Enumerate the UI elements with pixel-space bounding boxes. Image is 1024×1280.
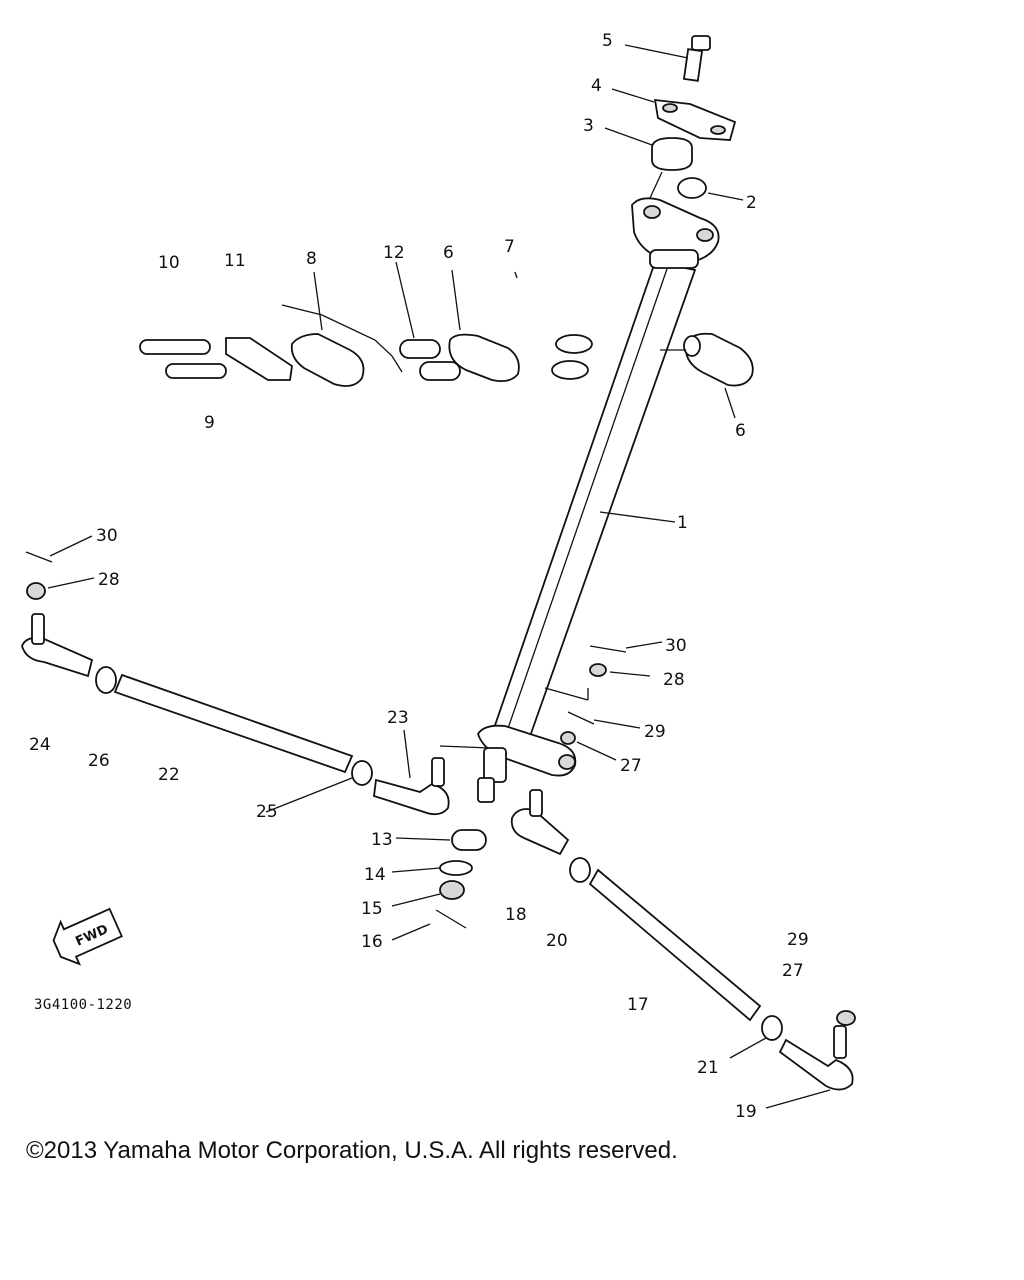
tie-rod-end-part-19: [765, 1010, 856, 1109]
callout-21: 21: [697, 1058, 719, 1078]
left-castle-nut-and-pin: [25, 535, 95, 600]
callout-8: 8: [306, 249, 317, 269]
callout-15: 15: [361, 899, 383, 919]
tie-rod-part-17: [588, 868, 762, 1022]
callout-28-right: 28: [663, 670, 685, 690]
callout-20: 20: [546, 931, 568, 951]
bolt-part-5: [624, 35, 711, 82]
bushing-part-3: [604, 127, 693, 199]
bushing-part-12: [399, 339, 441, 359]
column-bushing-part-6: [660, 332, 754, 419]
holder-plate-part-4: [611, 88, 737, 141]
lever-part-11: [225, 337, 293, 381]
callout-1: 1: [677, 513, 688, 533]
callout-12: 12: [383, 243, 405, 263]
tie-rod-end-part-23: [373, 729, 491, 816]
nut-washer-pin-group-right: [544, 641, 663, 761]
pin-part-10: [139, 339, 211, 355]
clip-part-7: [555, 334, 593, 354]
column-upper-bracket: [631, 197, 720, 269]
fwd-arrow-icon: FWD: [52, 907, 123, 966]
callout-26: 26: [88, 751, 110, 771]
nut-part-25: [351, 760, 373, 786]
callout-18: 18: [505, 905, 527, 925]
tie-rod-end-part-24: [21, 613, 94, 678]
rod-part-8: [281, 304, 403, 373]
callout-11: 11: [224, 251, 246, 271]
linkage-group: [139, 261, 593, 387]
nut-part-26: [95, 666, 117, 694]
nut-part-21: [761, 1015, 783, 1041]
callout-30-left: 30: [96, 526, 118, 546]
callout-3: 3: [583, 116, 594, 136]
callout-6-upper: 6: [443, 243, 454, 263]
callout-19: 19: [735, 1102, 757, 1120]
callout-25: 25: [256, 802, 278, 822]
pitman-arm: [477, 724, 577, 803]
leader-part-1: [599, 511, 676, 523]
copyright-notice: ©2013 Yamaha Motor Corporation, U.S.A. A…: [26, 1137, 678, 1164]
callout-29-right: 29: [644, 722, 666, 742]
callout-16: 16: [361, 932, 383, 952]
callout-2: 2: [746, 193, 757, 213]
callout-24: 24: [29, 735, 51, 755]
callout-29-lower: 29: [787, 930, 809, 950]
callout-28-left: 28: [98, 570, 120, 590]
steering-parts-diagram: FWD 3G4100-1220 5 4 3 2 10 11 8 12 6 7 9…: [21, 31, 856, 1120]
callout-23: 23: [387, 708, 409, 728]
callout-14: 14: [364, 865, 386, 885]
callout-7: 7: [504, 237, 515, 257]
callout-5: 5: [602, 31, 613, 51]
parts-13-to-16: [391, 829, 487, 941]
callout-4: 4: [591, 76, 602, 96]
left-tie-rod: [95, 666, 373, 813]
callout-27-lower: 27: [782, 961, 804, 981]
right-tie-rod-end-part-18: [510, 789, 570, 856]
callout-9: 9: [204, 413, 215, 433]
diagram-code: 3G4100-1220: [34, 997, 132, 1013]
callout-27-right: 27: [620, 756, 642, 776]
callout-22: 22: [158, 765, 180, 785]
callout-10: 10: [158, 253, 180, 273]
callout-13: 13: [371, 830, 393, 850]
collar-part-2: [677, 177, 744, 201]
bracket-part-6: [448, 333, 520, 383]
callout-30-right: 30: [665, 636, 687, 656]
nut-part-20: [569, 857, 591, 883]
callout-17: 17: [627, 995, 649, 1015]
callout-6-right: 6: [735, 421, 746, 441]
